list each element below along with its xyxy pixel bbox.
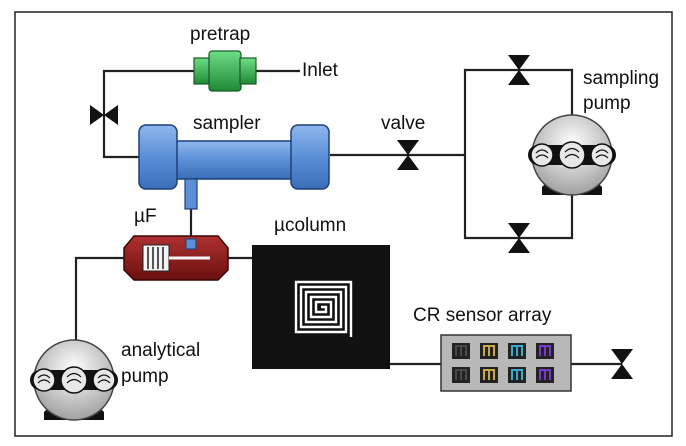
sensor-electrode — [483, 345, 495, 356]
sensor-electrode — [455, 369, 467, 380]
sensor-electrode — [539, 369, 551, 380]
micro-focuser-component — [123, 235, 229, 281]
sensor-electrode — [455, 345, 467, 356]
sampler-component — [138, 124, 330, 210]
spiral-channel — [294, 280, 353, 337]
sensor-electrode — [539, 345, 551, 356]
micro-column-component — [252, 245, 390, 369]
inlet-label: Inlet — [302, 60, 338, 81]
sensor-array-component — [440, 334, 572, 392]
sampling-pump-label: sampling pump — [583, 68, 660, 114]
sensor-electrode — [511, 369, 523, 380]
valve-icon[interactable] — [611, 349, 633, 379]
sensor-electrode — [483, 369, 495, 380]
micro-column-label: µcolumn — [274, 215, 347, 236]
pretrap-component — [193, 50, 257, 92]
diagram-frame — [14, 11, 673, 437]
analytical-pump-label: analytical pump — [121, 340, 201, 387]
sensor-array-label: CR sensor array — [413, 305, 552, 326]
sensor-electrode — [511, 345, 523, 356]
valve-icon[interactable] — [90, 105, 118, 125]
pump-icon[interactable] — [528, 114, 616, 196]
pretrap-label: pretrap — [190, 24, 251, 45]
valve-icon[interactable] — [508, 223, 530, 253]
micro-focuser-label: µF — [134, 206, 157, 227]
valve-label: valve — [381, 113, 426, 134]
pump-icon[interactable] — [30, 339, 118, 421]
valve-icon[interactable] — [397, 140, 419, 170]
tubing — [74, 68, 622, 366]
valve-icon[interactable] — [508, 55, 530, 85]
sampler-label: sampler — [193, 113, 261, 134]
